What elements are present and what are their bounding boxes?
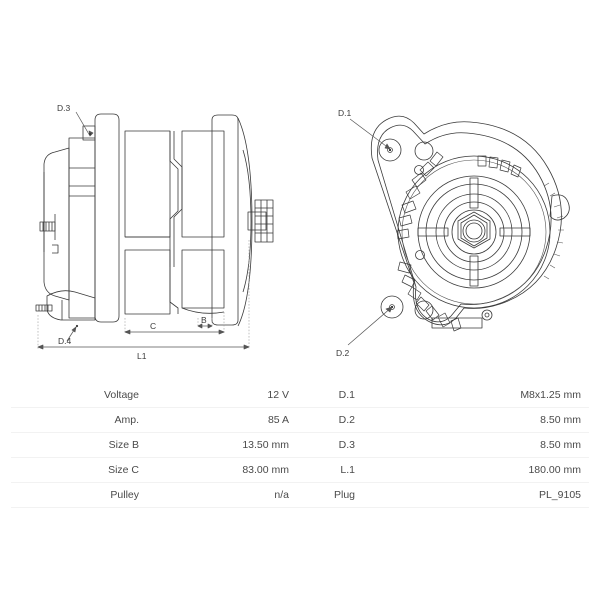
- spec-label-pulley: Pulley: [11, 483, 147, 508]
- spec-value-d2: 8.50 mm: [363, 408, 589, 433]
- side-view-callout-leaders: [66, 111, 94, 342]
- table-row: Pulley n/a Plug PL_9105: [11, 483, 589, 508]
- callout-label-d3: D.3: [57, 103, 71, 113]
- spec-value-pulley: n/a: [147, 483, 297, 508]
- spec-label-amp: Amp.: [11, 408, 147, 433]
- specifications-table-wrap: Voltage 12 V D.1 M8x1.25 mm Amp. 85 A D.…: [11, 383, 589, 508]
- diagram-area: D.3 D.4 C B L1 D.1 D.2: [35, 103, 570, 361]
- table-row: Amp. 85 A D.2 8.50 mm: [11, 408, 589, 433]
- callout-label-d4: D.4: [58, 336, 72, 346]
- callout-label-d1: D.1: [338, 108, 352, 118]
- technical-drawings: D.3 D.4 C B L1 D.1 D.2: [35, 103, 570, 361]
- spec-label-plug: Plug: [297, 483, 363, 508]
- spec-value-amp: 85 A: [147, 408, 297, 433]
- spec-label-size-b: Size B: [11, 433, 147, 458]
- spec-label-l1: L.1: [297, 458, 363, 483]
- table-row: Voltage 12 V D.1 M8x1.25 mm: [11, 383, 589, 408]
- alternator-front-view-group: [370, 115, 570, 332]
- spec-label-d1: D.1: [297, 383, 363, 408]
- spec-value-plug: PL_9105: [363, 483, 589, 508]
- spec-value-d1: M8x1.25 mm: [363, 383, 589, 408]
- specifications-table-body: Voltage 12 V D.1 M8x1.25 mm Amp. 85 A D.…: [11, 383, 589, 508]
- spec-value-l1: 180.00 mm: [363, 458, 589, 483]
- spec-label-size-c: Size C: [11, 458, 147, 483]
- side-view-dimension-arrows: [37, 323, 250, 350]
- spec-value-size-b: 13.50 mm: [147, 433, 297, 458]
- front-view-callout-leaders: [347, 118, 393, 346]
- spec-value-d3: 8.50 mm: [363, 433, 589, 458]
- callout-label-d2: D.2: [336, 348, 350, 358]
- spec-label-d2: D.2: [297, 408, 363, 433]
- specifications-table: Voltage 12 V D.1 M8x1.25 mm Amp. 85 A D.…: [11, 383, 589, 508]
- spec-value-size-c: 83.00 mm: [147, 458, 297, 483]
- table-row: Size B 13.50 mm D.3 8.50 mm: [11, 433, 589, 458]
- alternator-side-view-group: [35, 113, 274, 327]
- dimension-label-l1: L1: [137, 351, 147, 361]
- dimension-label-b: B: [201, 315, 207, 325]
- side-view-extension-lines: [37, 240, 250, 349]
- spec-label-d3: D.3: [297, 433, 363, 458]
- spec-value-voltage: 12 V: [147, 383, 297, 408]
- dimension-label-c: C: [150, 321, 156, 331]
- spec-label-voltage: Voltage: [11, 383, 147, 408]
- table-row: Size C 83.00 mm L.1 180.00 mm: [11, 458, 589, 483]
